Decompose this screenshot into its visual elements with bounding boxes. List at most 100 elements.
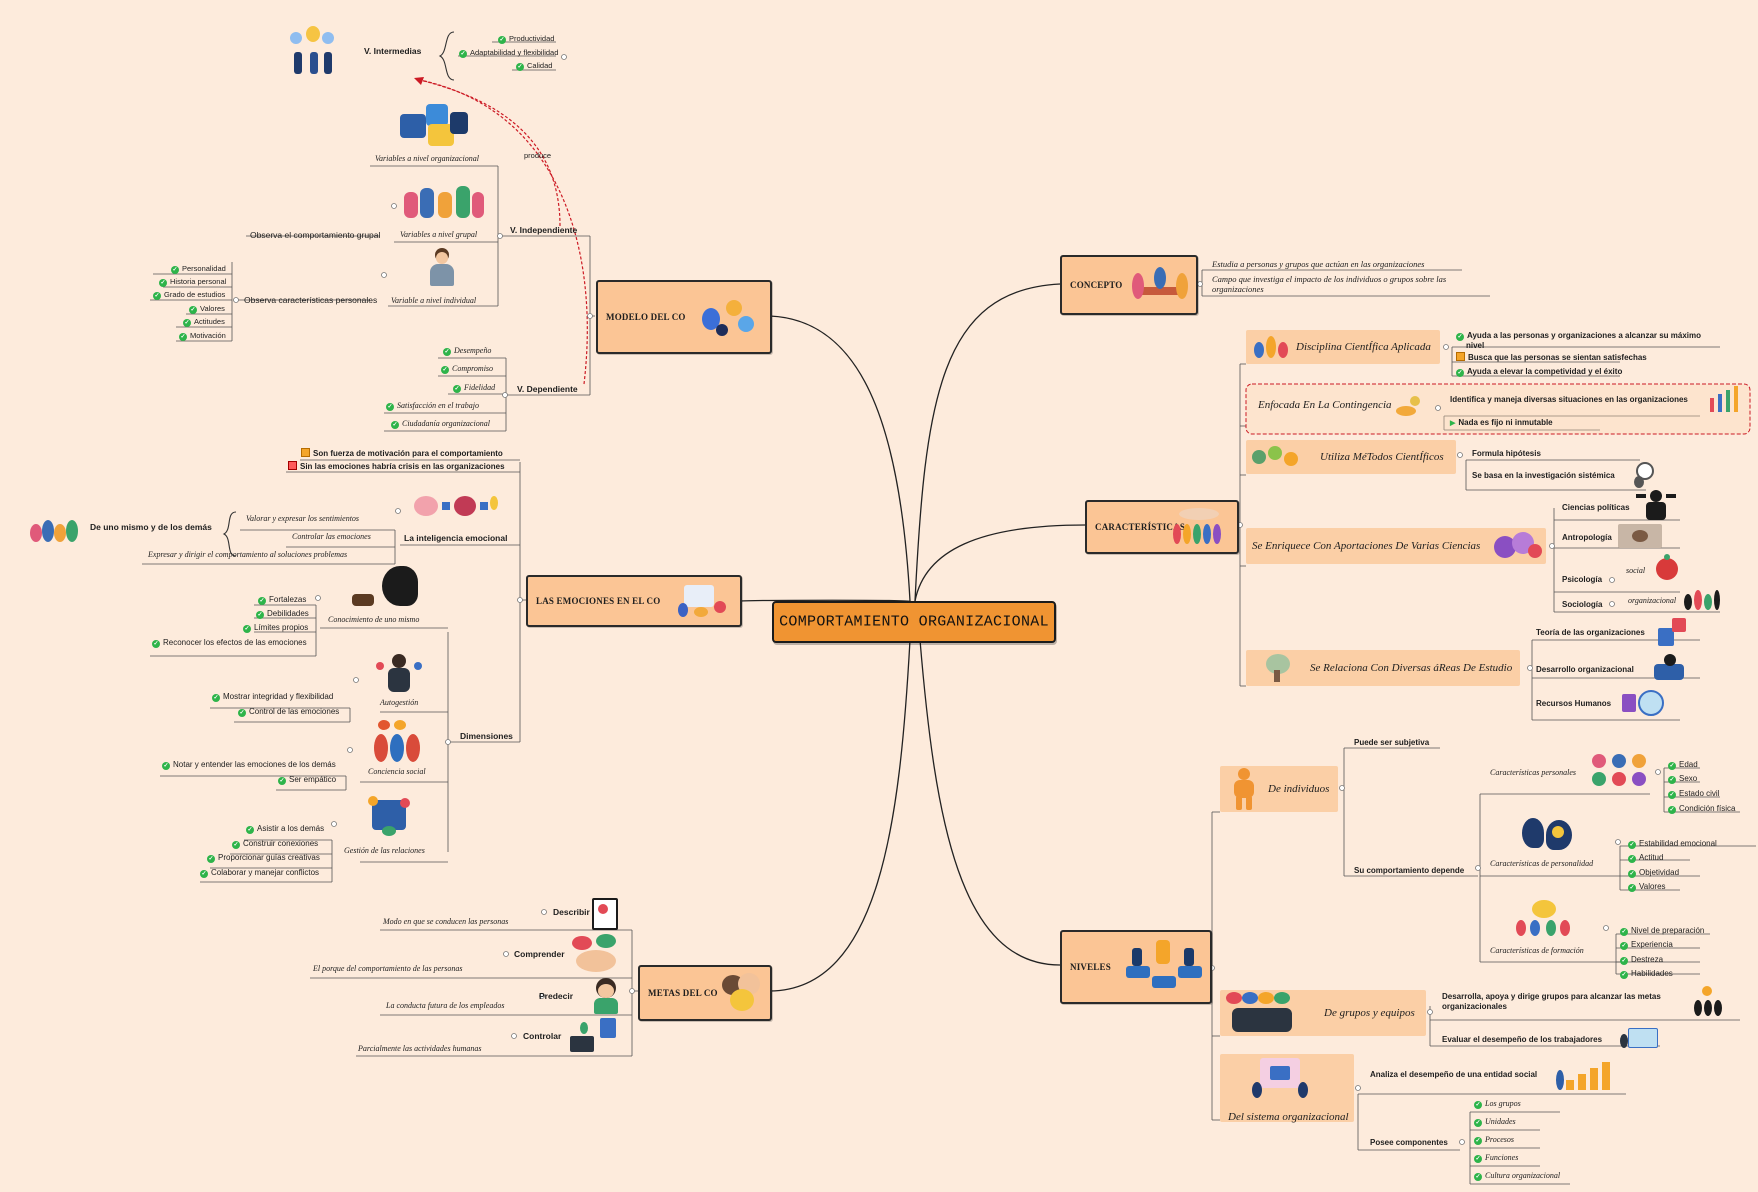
- sistema-label: Del sistema organizacional: [1228, 1111, 1349, 1123]
- science-team-illustration: [1252, 334, 1288, 360]
- enfocada-frame: [1245, 383, 1751, 435]
- personal-item: Grado de estudios: [153, 289, 225, 300]
- teamwork-illustration: [698, 294, 758, 340]
- ciencias-item: Ciencias políticas: [1562, 503, 1630, 512]
- enfocada-label: Enfocada En La Contingencia: [1258, 399, 1392, 411]
- componente-item: Procesos: [1474, 1134, 1514, 1145]
- subtopic-individuos[interactable]: De individuos: [1220, 766, 1338, 812]
- grupal-note: Observa el comportamiento grupal: [250, 230, 381, 240]
- personalidad-item: Actitud: [1628, 852, 1663, 863]
- metas-note: Parcialmente las actividades humanas: [358, 1044, 482, 1053]
- relaciona-item: Recursos Humanos: [1536, 699, 1612, 708]
- gestion-item: Construir conexiones: [232, 838, 318, 849]
- metodos-item: Se basa en la investigación sistémica: [1472, 471, 1615, 480]
- science-lab-illustration: [1490, 530, 1544, 562]
- conocimiento-label: Conocimiento de uno mismo: [328, 615, 420, 624]
- enfocada-item: Nada es fijo ni inmutable: [1450, 417, 1552, 429]
- enriquece-label: Se Enriquece Con Aportaciones De Varias …: [1252, 540, 1481, 552]
- subtopic-enriquece[interactable]: Se Enriquece Con Aportaciones De Varias …: [1246, 528, 1546, 564]
- leader-group-icon: [1692, 986, 1724, 1018]
- head-profile-illustration: [1520, 816, 1576, 856]
- topic-metas[interactable]: METAS DEL CO: [638, 965, 772, 1021]
- sociologia-note: organizacional: [1628, 596, 1677, 605]
- emociones-flag: Son fuerza de motivación para el comport…: [301, 448, 503, 459]
- central-topic[interactable]: COMPORTAMIENTO ORGANIZACIONAL: [772, 601, 1056, 643]
- disciplina-item: Busca que las personas se sientan satisf…: [1456, 352, 1647, 363]
- metodos-item: Formula hipótesis: [1472, 449, 1541, 458]
- topic-caracteristicas-label: CARACTERÍSTICAS: [1095, 522, 1186, 532]
- metas-item-predecir: Predecir: [539, 991, 574, 1001]
- group-meeting-illustration: [404, 174, 486, 224]
- document-pencil-icon: [590, 896, 620, 930]
- inteligencia-side: De uno mismo y de los demás: [90, 522, 212, 532]
- topic-concepto[interactable]: CONCEPTO: [1060, 255, 1198, 315]
- formacion-item: Nivel de preparación: [1620, 925, 1704, 936]
- ciencias-item: Sociología: [1562, 600, 1603, 609]
- inteligencia-item: Expresar y dirigir el comportamiento al …: [148, 550, 348, 559]
- personales-item: Condición física: [1668, 803, 1735, 814]
- relaciona-label: Se Relaciona Con Diversas áReas De Estud…: [1310, 662, 1513, 674]
- diverse-people-illustration: [1592, 752, 1650, 790]
- topic-modelo[interactable]: MODELO DEL CO: [596, 280, 772, 354]
- personal-item: Valores: [189, 303, 225, 314]
- intermedias-item: Adaptabilidad y flexibilidad: [459, 47, 558, 58]
- topic-caracteristicas[interactable]: CARACTERÍSTICAS: [1085, 500, 1239, 554]
- multitask-person-illustration: [376, 654, 424, 694]
- conciencia-item: Notar y entender las emociones de los de…: [162, 759, 336, 770]
- branch-niveles: [919, 639, 1061, 966]
- disciplina-item: Ayuda a las personas y organizaciones a …: [1456, 330, 1701, 341]
- arrow-head: [414, 77, 424, 85]
- group-people-illustration: [30, 516, 86, 544]
- topic-emociones-label: LAS EMOCIONES EN EL CO: [536, 596, 661, 606]
- ciencias-item: Antropología: [1562, 533, 1612, 542]
- intermedias-item: Productividad: [498, 33, 554, 44]
- anthropology-photo-icon: [1618, 524, 1662, 548]
- personal-item: Personalidad: [171, 263, 226, 274]
- metas-item-comprender: Comprender: [514, 949, 565, 959]
- conocimiento-item: Debilidades: [256, 608, 309, 619]
- dependiente-item: Desempeño: [443, 345, 491, 356]
- subtopic-metodos[interactable]: Utiliza MéTodos CientÍficos: [1246, 440, 1456, 474]
- dependiente-item: Ciudadanía organizacional: [391, 418, 490, 429]
- personales-label: Características personales: [1490, 768, 1576, 777]
- subtopic-relaciona[interactable]: Se Relaciona Con Diversas áReas De Estud…: [1246, 650, 1520, 686]
- subtopic-disciplina[interactable]: Disciplina CientÍfica Aplicada: [1246, 330, 1440, 364]
- head-silhouette-illustration: [352, 566, 424, 610]
- conversation-illustration: [568, 932, 622, 974]
- v-independiente-label: V. Independiente: [510, 225, 578, 235]
- brain-heart-idea-illustration: [414, 494, 498, 518]
- intermedias-item: Calidad: [516, 60, 552, 71]
- relaciona-item: Desarrollo organizacional: [1536, 665, 1634, 674]
- training-classroom-illustration: [1514, 900, 1574, 940]
- person-avatar-illustration: [428, 248, 456, 288]
- politics-silhouette-icon: [1636, 490, 1676, 522]
- business-growth-illustration: [1556, 1058, 1618, 1092]
- metas-item-describir: Describir: [553, 907, 590, 917]
- branch-concepto: [914, 283, 1061, 602]
- person-thumbs-up-illustration: [1226, 768, 1262, 810]
- hands-together-illustration: [716, 971, 764, 1013]
- enfocada-item: Identifica y maneja diversas situaciones…: [1450, 395, 1688, 404]
- team-meeting-illustration: [1132, 263, 1190, 307]
- personales-item: Edad: [1668, 759, 1698, 770]
- formacion-label: Características de formación: [1490, 946, 1584, 955]
- conocimiento-item: Fortalezas: [258, 594, 306, 605]
- chart-people-illustration: [1706, 384, 1746, 414]
- metas-item-controlar: Controlar: [523, 1031, 562, 1041]
- subtopic-grupos[interactable]: De grupos y equipos: [1220, 990, 1426, 1036]
- personalidad-item: Estabilidad emocional: [1628, 838, 1717, 849]
- formacion-item: Destreza: [1620, 954, 1663, 965]
- emociones-flag: Sin las emociones habría crisis en las o…: [288, 461, 505, 472]
- subtopic-sistema[interactable]: Del sistema organizacional: [1220, 1054, 1354, 1123]
- componente-item: Los grupos: [1474, 1098, 1521, 1109]
- metodos-label: Utiliza MéTodos CientÍficos: [1320, 451, 1444, 463]
- gestion-item: Proporcionar guías creativas: [207, 852, 320, 863]
- topic-emociones[interactable]: LAS EMOCIONES EN EL CO: [526, 575, 742, 627]
- produce-arrow-2: [419, 79, 588, 385]
- lightbulb-team-illustration: [284, 26, 340, 76]
- tree-people-illustration: [1260, 652, 1296, 684]
- topic-niveles[interactable]: NIVELES: [1060, 930, 1212, 1004]
- v-intermedias-label: V. Intermedias: [364, 46, 422, 56]
- gestion-item: Asistir a los demás: [246, 823, 324, 834]
